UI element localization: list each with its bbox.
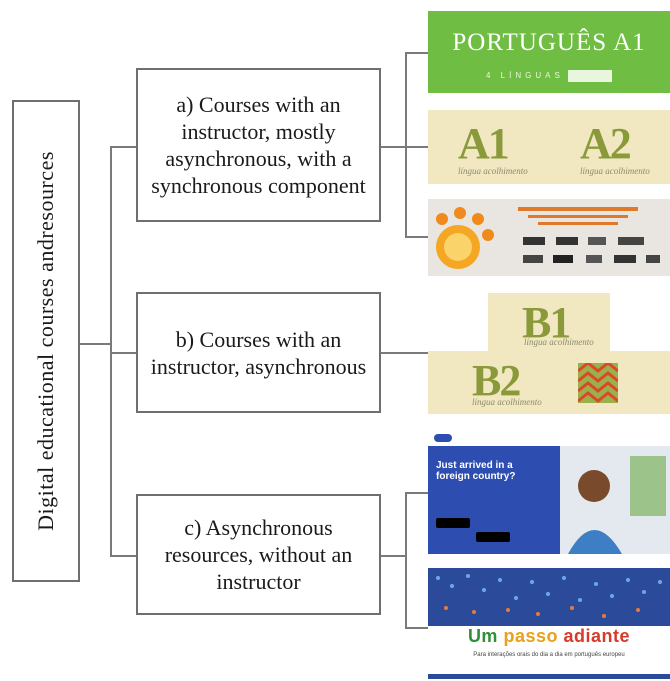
banner-title: Um passo adiante <box>428 626 670 647</box>
thumbnail-um-passo-adiante: Um passo adiante Para interações orais d… <box>428 568 670 679</box>
thumbnail-title: PORTUGUÊS A1 <box>452 29 646 56</box>
connector-a-out <box>381 146 405 148</box>
title-banner <box>428 626 670 674</box>
band-b2 <box>428 351 670 414</box>
root-node: Digital educational courses andresources <box>12 100 80 582</box>
spine-c <box>405 492 407 629</box>
thumbnail-a1-a2: A1 língua acolhimento A2 língua acolhime… <box>428 110 670 184</box>
branch-c2 <box>405 627 428 629</box>
pattern-icon <box>578 363 618 403</box>
title-word-um: Um <box>467 626 498 646</box>
thumbnail-b1-b2: B1 língua acolhimento B2 língua acolhime… <box>428 293 670 414</box>
category-spine <box>110 146 112 555</box>
category-a-box: a) Courses with an instructor, mostly as… <box>136 68 381 222</box>
branch-a1 <box>405 52 428 54</box>
thumbnail-website: Just arrived in a foreign country? <box>428 430 670 554</box>
map-dots-graphic <box>436 574 662 618</box>
person-photo-icon <box>560 446 670 554</box>
hero-headline: Just arrived in a foreign country? <box>436 460 516 482</box>
play-store-badge-icon <box>476 532 510 542</box>
level-a1: A1 <box>458 119 510 168</box>
connector-c-out <box>381 555 405 557</box>
poster-graphic <box>436 207 660 269</box>
logo-icon <box>568 70 612 82</box>
category-b-box: b) Courses with an instructor, asynchron… <box>136 292 381 413</box>
spine-a <box>405 52 407 238</box>
title-word-passo: passo <box>503 626 558 646</box>
website-hero <box>428 446 670 554</box>
level-caption: língua acolhimento <box>458 166 528 176</box>
app-store-badge-icon <box>436 518 470 528</box>
connector-a <box>110 146 136 148</box>
connector-b-out <box>381 352 428 354</box>
banner-subtitle: Para interações orais do dia a dia em po… <box>473 652 625 658</box>
level-b1: B1 <box>522 298 571 347</box>
level-a2: A2 <box>580 119 632 168</box>
branch-c1 <box>405 492 428 494</box>
category-b-label: b) Courses with an instructor, asynchron… <box>150 326 367 379</box>
category-c-label: c) Asynchronous resources, without an in… <box>164 515 353 594</box>
category-c-box: c) Asynchronous resources, without an in… <box>136 494 381 615</box>
category-a-label: a) Courses with an instructor, mostly as… <box>151 92 366 198</box>
title-word-adiante: adiante <box>563 626 631 646</box>
site-logo-icon <box>434 434 452 442</box>
level-caption: língua acolhimento <box>580 166 650 176</box>
connector-c <box>110 555 136 557</box>
thumbnail-subtitle: 4 LÍNGUAS <box>486 71 564 80</box>
root-connector <box>80 343 110 345</box>
level-caption: língua acolhimento <box>524 337 594 347</box>
thumbnail-portugues-a1: PORTUGUÊS A1 4 LÍNGUAS <box>428 11 670 93</box>
level-caption: língua acolhimento <box>472 397 542 407</box>
band-b1 <box>488 293 610 351</box>
root-label: Digital educational courses andresources <box>33 151 58 531</box>
thumbnail-event-poster <box>428 199 670 276</box>
level-b2: B2 <box>472 356 521 405</box>
website-nav <box>428 430 670 447</box>
branch-a3 <box>405 236 428 238</box>
branch-a2 <box>405 146 428 148</box>
connector-b <box>110 352 136 354</box>
